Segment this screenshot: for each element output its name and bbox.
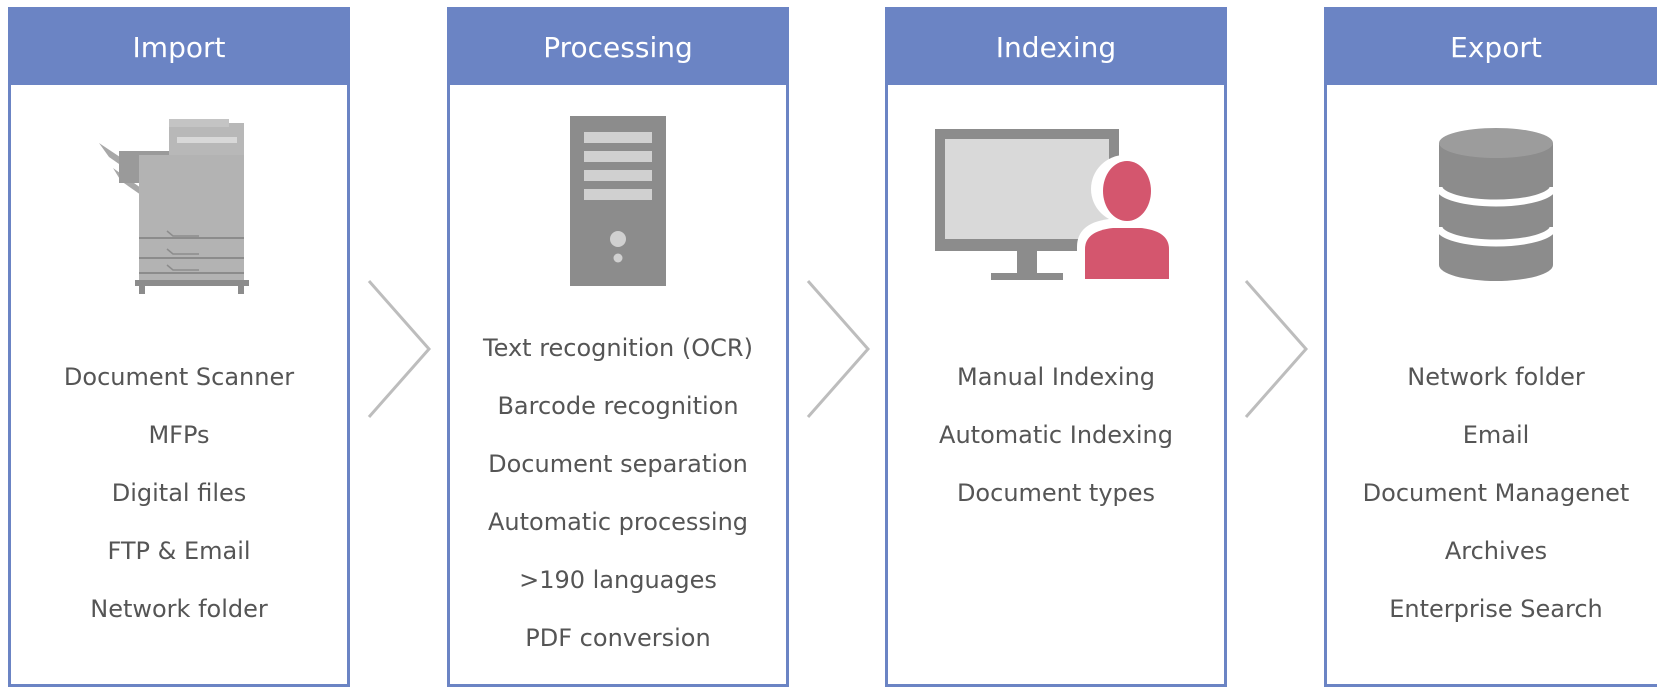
- list-item: Document types: [956, 479, 1156, 507]
- list-item: Text recognition (OCR): [483, 334, 753, 362]
- stage-title: Processing: [450, 10, 786, 85]
- monitor-user-icon: [888, 127, 1224, 287]
- mfp-printer-icon: [11, 113, 347, 313]
- stage-indexing-panel: Indexing Manual Indexing Automatic Index…: [885, 7, 1227, 687]
- server-tower-icon: [450, 114, 786, 289]
- list-item: Network folder: [1407, 363, 1585, 391]
- list-item: MFPs: [148, 421, 210, 449]
- stage-item-list: Manual Indexing Automatic Indexing Docum…: [888, 348, 1224, 522]
- list-item: Enterprise Search: [1389, 595, 1603, 623]
- list-item: Document Scanner: [63, 363, 295, 391]
- stage-export-panel: Export Network folder Email Document Man…: [1324, 7, 1657, 687]
- chevron-right-icon: [367, 280, 432, 418]
- list-item: Archives: [1444, 537, 1548, 565]
- list-item: Automatic Indexing: [939, 421, 1173, 449]
- list-item: Email: [1462, 421, 1530, 449]
- list-item: Document separation: [488, 450, 748, 478]
- stage-item-list: Network folder Email Document Managenet …: [1327, 348, 1657, 638]
- list-item: Digital files: [111, 479, 247, 507]
- stage-title: Import: [11, 10, 347, 85]
- list-item: >190 languages: [519, 566, 717, 594]
- list-item: FTP & Email: [107, 537, 251, 565]
- stage-item-list: Text recognition (OCR) Barcode recogniti…: [450, 319, 786, 667]
- stage-title: Export: [1327, 10, 1657, 85]
- stage-processing-panel: Processing Text recognition (OCR) Barcod…: [447, 7, 789, 687]
- stage-item-list: Document Scanner MFPs Digital files FTP …: [11, 348, 347, 638]
- list-item: Automatic processing: [487, 508, 749, 536]
- stage-import-panel: Import Document Scanner MF: [8, 7, 350, 687]
- chevron-right-icon: [806, 280, 871, 418]
- list-item: PDF conversion: [525, 624, 711, 652]
- list-item: Document Managenet: [1362, 479, 1630, 507]
- database-icon: [1327, 125, 1657, 285]
- list-item: Manual Indexing: [956, 363, 1156, 391]
- list-item: Network folder: [90, 595, 268, 623]
- stage-title: Indexing: [888, 10, 1224, 85]
- chevron-right-icon: [1244, 280, 1309, 418]
- list-item: Barcode recognition: [497, 392, 739, 420]
